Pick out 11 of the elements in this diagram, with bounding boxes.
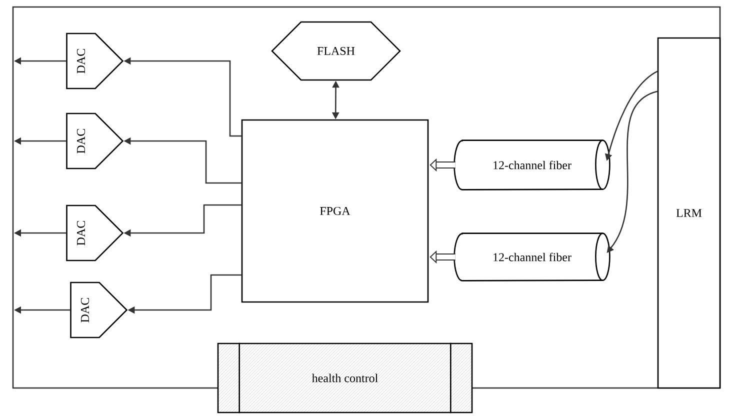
fiber-cylinder: 12-channel fiber — [454, 140, 610, 190]
fiber-cylinder: 12-channel fiber — [454, 232, 610, 282]
health-control-box: health control — [217, 342, 473, 414]
dac-pentagon: DAC — [66, 32, 124, 90]
dac-pentagon: DAC — [70, 282, 128, 338]
dac-pentagon: DAC — [66, 204, 124, 262]
fpga-box: FPGA — [241, 119, 429, 303]
curved-arrow — [606, 90, 658, 253]
dac-pentagon: DAC — [66, 112, 124, 170]
lrm-box: LRM — [657, 37, 721, 389]
flash-hexagon: FLASH — [271, 21, 401, 81]
